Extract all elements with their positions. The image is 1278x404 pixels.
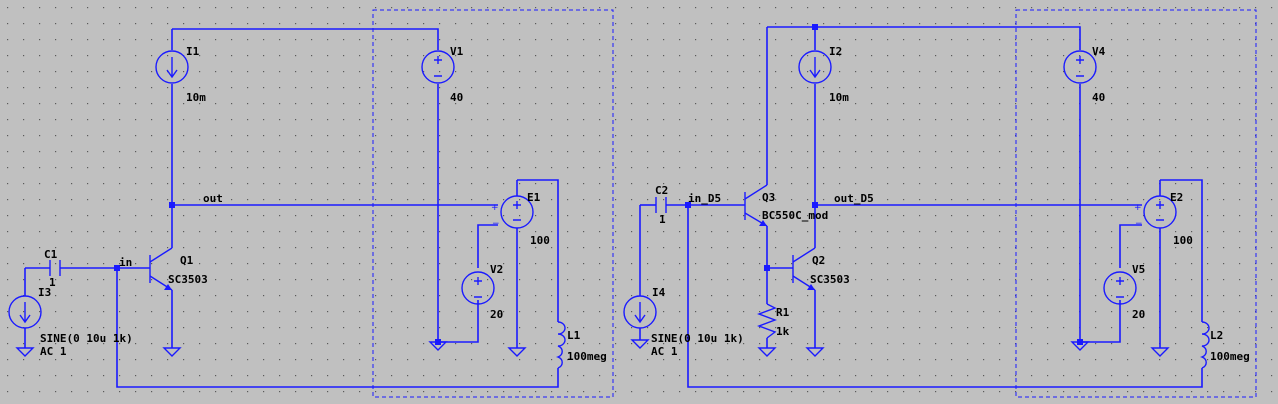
q3-model: BC550C_mod (762, 209, 828, 222)
svg-text:+: + (491, 203, 499, 213)
transistor-q1-icon[interactable] (149, 247, 173, 291)
e1-name: E1 (527, 191, 541, 204)
vcvs-e1-icon[interactable]: + − (491, 195, 534, 229)
net-label-in: in (119, 256, 132, 269)
i2-value: 10m (829, 91, 849, 104)
transistor-q2-icon[interactable] (792, 247, 816, 291)
right-circuit: I2 10m V4 40 V5 20 + − E2 100 L2 100meg (623, 9, 1257, 398)
v5-value: 20 (1132, 308, 1145, 321)
net-label-out: out (203, 192, 223, 205)
e2-value: 100 (1173, 234, 1193, 247)
current-source-i3-icon[interactable] (8, 295, 42, 329)
resistor-r1-icon[interactable] (757, 303, 777, 339)
q1-model: SC3503 (168, 273, 208, 286)
v2-value: 20 (490, 308, 503, 321)
i4-ac: AC 1 (651, 345, 678, 358)
v4-value: 40 (1092, 91, 1105, 104)
transistor-q3-icon[interactable] (744, 184, 768, 227)
v2-name: V2 (490, 263, 503, 276)
v4-name: V4 (1092, 45, 1106, 58)
inductor-l2-icon[interactable] (1200, 321, 1210, 369)
v1-value: 40 (450, 91, 463, 104)
r1-value: 1k (776, 325, 790, 338)
left-dashed-box (372, 9, 614, 398)
i3-value: SINE(0 10u 1k) (40, 332, 133, 345)
svg-text:−: − (492, 219, 500, 229)
i3-ac: AC 1 (40, 345, 67, 358)
capacitor-c1-icon[interactable] (49, 260, 61, 276)
current-source-i1-icon[interactable] (155, 50, 189, 84)
l1-name: L1 (567, 329, 581, 342)
i4-value: SINE(0 10u 1k) (651, 332, 744, 345)
left-circuit: I1 10m V1 40 V2 20 + − E1 100 L1 100meg (8, 9, 614, 398)
svg-text:−: − (1135, 219, 1143, 229)
svg-text:+: + (1134, 203, 1142, 213)
net-label-out-d5: out_D5 (834, 192, 874, 205)
capacitor-c2-icon[interactable] (655, 197, 667, 213)
q1-name: Q1 (180, 254, 194, 267)
q2-model: SC3503 (810, 273, 850, 286)
v5-name: V5 (1132, 263, 1145, 276)
net-label-in-d5: in_D5 (688, 192, 721, 205)
r1-name: R1 (776, 306, 790, 319)
i2-name: I2 (829, 45, 842, 58)
voltage-source-v1-icon[interactable] (421, 50, 455, 84)
i1-name: I1 (186, 45, 200, 58)
right-dashed-box (1015, 9, 1257, 398)
i1-value: 10m (186, 91, 206, 104)
e2-name: E2 (1170, 191, 1183, 204)
c2-value: 1 (659, 213, 666, 226)
voltage-source-v4-icon[interactable] (1063, 50, 1097, 84)
c2-name: C2 (655, 184, 668, 197)
l2-name: L2 (1210, 329, 1223, 342)
ground-icon (630, 339, 1170, 357)
i3-name: I3 (38, 286, 51, 299)
l2-value: 100meg (1210, 350, 1250, 363)
inductor-l1-icon[interactable] (556, 321, 566, 369)
l1-value: 100meg (567, 350, 607, 363)
current-source-i4-icon[interactable] (623, 295, 657, 329)
c1-value: 1 (49, 276, 56, 289)
q2-name: Q2 (812, 254, 825, 267)
c1-name: C1 (44, 248, 58, 261)
voltage-source-v2-icon[interactable] (461, 271, 495, 305)
current-source-i2-icon[interactable] (798, 50, 832, 84)
e1-value: 100 (530, 234, 550, 247)
voltage-source-v5-icon[interactable] (1103, 271, 1137, 305)
vcvs-e2-icon[interactable]: + − (1134, 195, 1177, 229)
ground-icon (15, 341, 527, 357)
i4-name: I4 (652, 286, 666, 299)
v1-name: V1 (450, 45, 464, 58)
q3-name: Q3 (762, 191, 775, 204)
